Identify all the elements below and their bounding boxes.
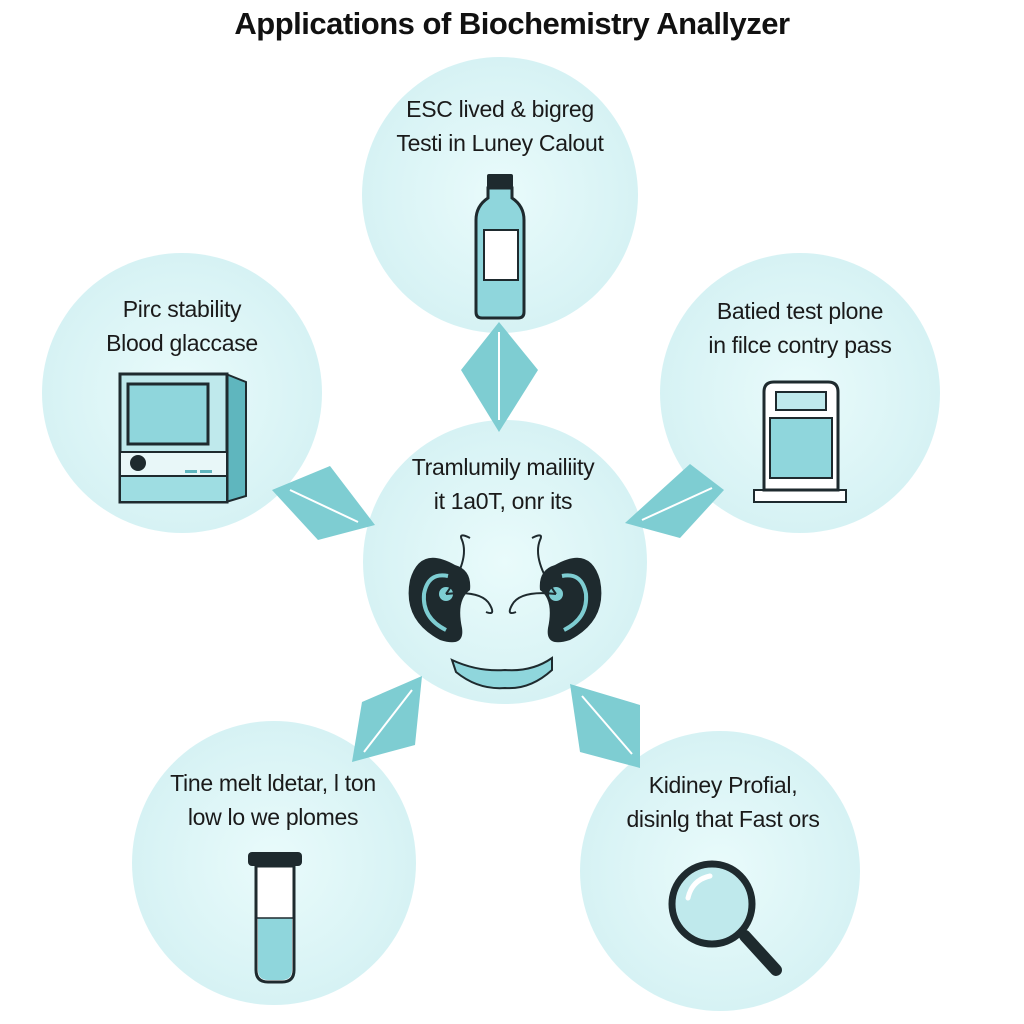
- node-bottom-left-line1: Tine melt ldetar, l ton: [170, 770, 376, 796]
- magnifier-icon: [668, 860, 782, 976]
- node-bottom-right-line1: Kidiney Profial,: [648, 772, 798, 798]
- connector-top: [461, 322, 538, 432]
- connector-right: [625, 464, 724, 538]
- page-title: Applications of Biochemistry Anallyzer: [234, 6, 790, 41]
- connector-bottom-left: [352, 676, 422, 762]
- node-top-line1: ESC lived & bigreg: [406, 96, 594, 122]
- test-tube-icon: [248, 852, 302, 984]
- node-left-line2: Blood glaccase: [106, 330, 258, 356]
- node-right-line1: Batied test plone: [716, 298, 884, 324]
- node-center-label: Tramlumily mailiity it 1a0T, onr its: [372, 450, 634, 518]
- node-right-label: Batied test plone in filce contry pass: [664, 294, 936, 362]
- node-bottom-left-line2: low lo we plomes: [187, 804, 359, 830]
- node-bottom-left-label: Tine melt ldetar, l ton low lo we plomes: [140, 766, 406, 834]
- bottle-icon: [474, 174, 526, 320]
- node-top-label: ESC lived & bigreg Testi in Luney Calout: [360, 92, 640, 160]
- connector-bottom-right: [570, 684, 640, 768]
- node-center-line2: it 1a0T, onr its: [433, 488, 573, 514]
- kidneys-icon: [408, 534, 602, 690]
- node-right-line2: in filce contry pass: [708, 332, 892, 358]
- node-left-line1: Pirc stability: [122, 296, 242, 322]
- node-center-line1: Tramlumily mailiity: [411, 454, 595, 480]
- connector-left: [272, 466, 375, 540]
- test-device-icon: [753, 380, 847, 503]
- node-bottom-right-line2: disinlg that Fast ors: [626, 806, 820, 832]
- node-bottom-right-label: Kidiney Profial, disinlg that Fast ors: [590, 768, 856, 836]
- analyzer-machine-icon: [118, 372, 247, 504]
- node-top-line2: Testi in Luney Calout: [396, 130, 604, 156]
- node-left-label: Pirc stability Blood glaccase: [46, 292, 318, 360]
